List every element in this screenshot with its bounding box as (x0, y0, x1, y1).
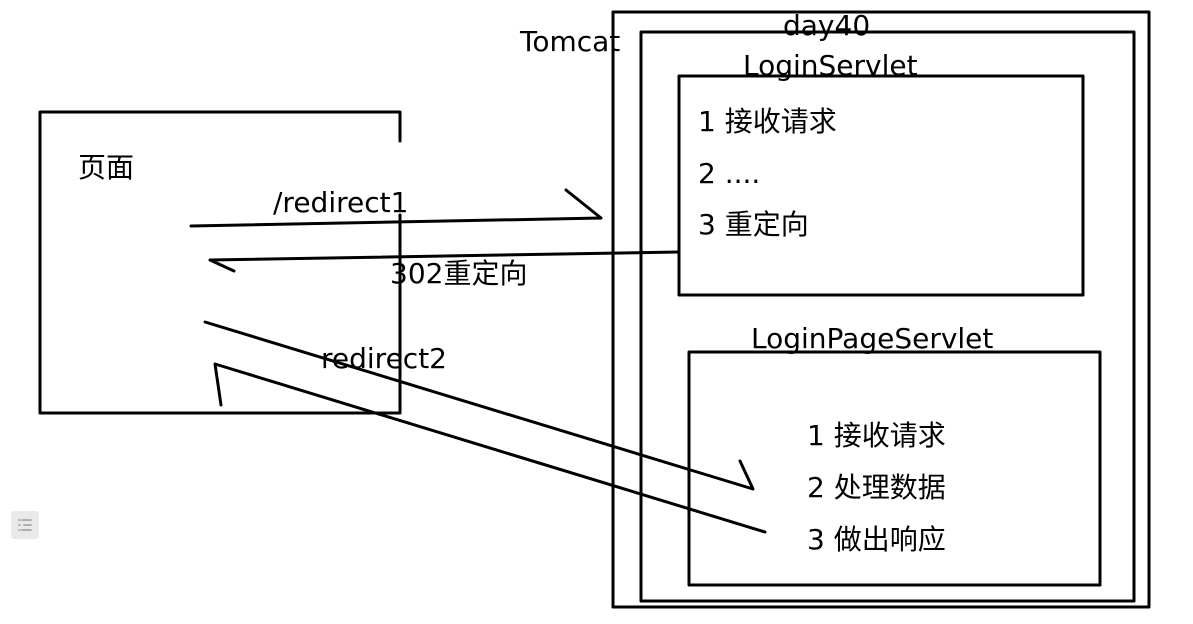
list-icon (18, 519, 32, 531)
response1-label: 302重定向 (390, 257, 528, 290)
tomcat-box (611, 10, 1151, 609)
request2-arrow (203, 320, 755, 491)
request2-label: redirect2 (321, 342, 447, 375)
request1-arrow (189, 188, 603, 228)
login-servlet-title: LoginServlet (743, 49, 918, 82)
login-page-servlet-title: LoginPageServlet (751, 322, 994, 355)
response1-arrow (208, 250, 681, 273)
servlet2-step-1: 1 接收请求 (807, 419, 946, 452)
tomcat-label: Tomcat (520, 25, 621, 58)
page-label: 页面 (78, 151, 135, 184)
servlet1-step-3: 3 重定向 (698, 208, 809, 241)
servlet2-step-2: 2 处理数据 (807, 471, 946, 504)
toc-button[interactable] (11, 511, 39, 539)
app-box (639, 30, 1136, 603)
servlet1-step-2: 2 .... (698, 157, 761, 190)
request1-label: /redirect1 (273, 186, 409, 219)
servlet2-step-3: 3 做出响应 (807, 523, 946, 556)
app-label: day40 (783, 9, 871, 42)
response2-arrow (213, 362, 767, 534)
servlet1-step-1: 1 接收请求 (698, 105, 837, 138)
login-servlet-box (677, 74, 1085, 297)
